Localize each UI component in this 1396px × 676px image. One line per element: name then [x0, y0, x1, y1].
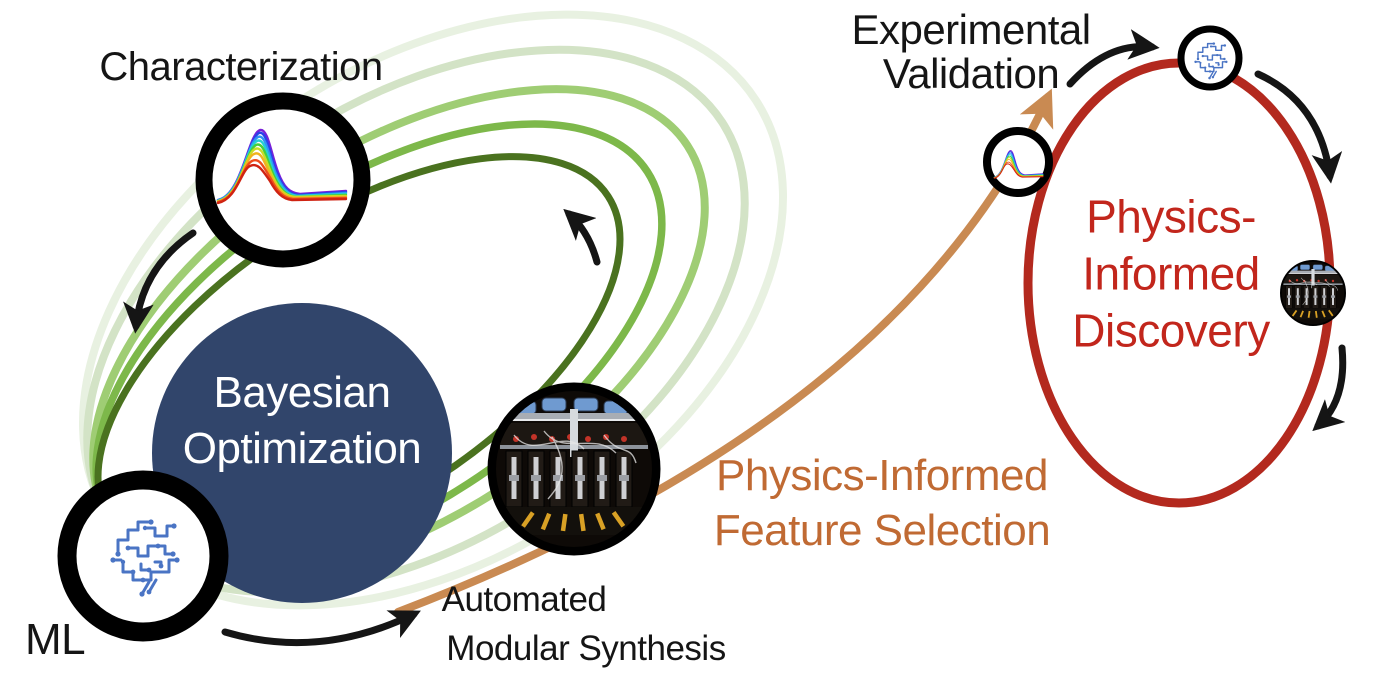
- feature-selection-line2: Feature Selection: [713, 506, 1051, 555]
- feature-selection-line1: Physics-Informed: [716, 451, 1048, 500]
- validation-spectra-node: [983, 127, 1053, 197]
- discovery-reactor-node: [1280, 260, 1346, 326]
- left-cycle-arrows: [123, 208, 601, 647]
- bayesian-optimization-label: Bayesian Optimization: [183, 365, 422, 477]
- arrow-ml-to-synthesis: [221, 610, 421, 647]
- ml-node: [57, 470, 229, 642]
- feature-selection-label: Physics-Informed Feature Selection: [713, 448, 1051, 558]
- arrow-characterization-to-ml: [123, 229, 197, 334]
- synthesis-label-line2: Modular Synthesis: [446, 628, 726, 668]
- right-cycle-arrows: [1066, 29, 1347, 432]
- discovery-brain-node: [1177, 25, 1243, 91]
- discovery-line2: Informed: [1082, 247, 1260, 300]
- characterization-node: [195, 92, 371, 268]
- arrow-brain-down-right: [1254, 70, 1343, 184]
- characterization-label: Characterization: [99, 45, 383, 89]
- arrow-synthesis-up: [563, 208, 601, 266]
- arrow-reactor-down: [1312, 344, 1347, 432]
- synthesis-label-line1: Automated: [441, 579, 607, 619]
- bayesian-line1: Bayesian: [213, 368, 391, 417]
- bayesian-line2: Optimization: [182, 424, 422, 473]
- validation-line1: Experimental: [851, 6, 1091, 53]
- synthesis-node: [487, 382, 661, 556]
- experimental-validation-label: Experimental Validation: [851, 6, 1091, 97]
- physics-informed-discovery-label: Physics- Informed Discovery: [1072, 189, 1270, 360]
- discovery-line3: Discovery: [1072, 304, 1270, 357]
- discovery-line1: Physics-: [1086, 190, 1256, 243]
- validation-line2: Validation: [882, 50, 1060, 97]
- arrow-validation-to-brain: [1066, 29, 1160, 88]
- bayesian-optimization-circle: [152, 303, 452, 603]
- ml-label: ML: [24, 614, 86, 664]
